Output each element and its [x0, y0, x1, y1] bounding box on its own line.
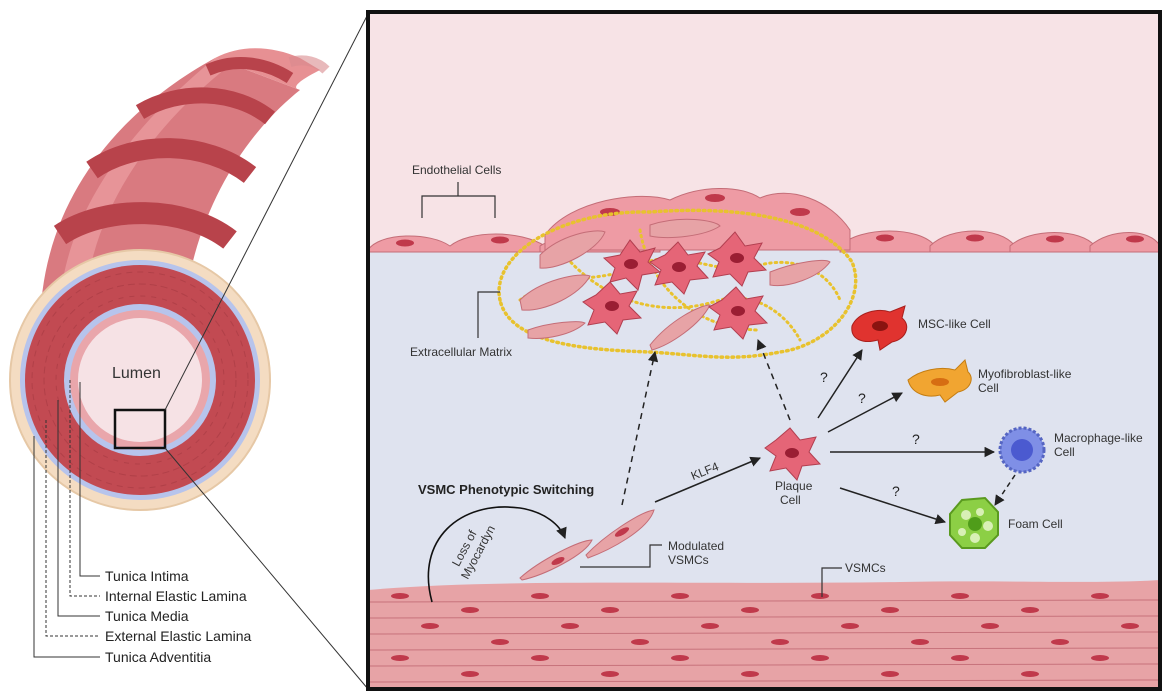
layer-labels: Tunica Intima Internal Elastic Lamina Tu…	[105, 568, 252, 665]
q-myofibroblast: ?	[858, 390, 866, 406]
internal-elastic-lamina-label: Internal Elastic Lamina	[105, 588, 247, 604]
detail-panel: Endothelial Cells	[368, 12, 1160, 689]
foam-cell-icon	[950, 498, 998, 548]
vessel-illustration: Lumen Tunica Intima Internal Elastic Lam…	[10, 14, 368, 689]
vessel-cross-section: Lumen	[10, 250, 270, 510]
q-foam: ?	[892, 483, 900, 499]
myofibroblast-label-line2: Cell	[978, 381, 999, 395]
modulated-label-line2: VSMCs	[668, 553, 709, 567]
q-macrophage: ?	[912, 431, 920, 447]
tunica-media-label: Tunica Media	[105, 608, 189, 624]
switching-title: VSMC Phenotypic Switching	[418, 482, 594, 497]
extracellular-matrix-label: Extracellular Matrix	[410, 345, 512, 359]
tunica-adventitia-label: Tunica Adventitia	[105, 649, 211, 665]
macrophage-like-cell-icon	[1000, 428, 1044, 472]
modulated-label-line1: Modulated	[668, 539, 724, 553]
plaque-label-line2: Cell	[780, 493, 801, 507]
msc-label: MSC-like Cell	[918, 317, 991, 331]
tunica-intima-label: Tunica Intima	[105, 568, 189, 584]
lumen-label: Lumen	[112, 365, 161, 382]
external-elastic-lamina-label: External Elastic Lamina	[105, 628, 252, 644]
vsmcs-label: VSMCs	[845, 561, 886, 575]
endothelial-cells-label: Endothelial Cells	[412, 163, 501, 177]
q-msc: ?	[820, 369, 828, 385]
foam-cell-label: Foam Cell	[1008, 517, 1063, 531]
macrophage-label-line2: Cell	[1054, 445, 1075, 459]
plaque-label-line1: Plaque	[775, 479, 813, 493]
myofibroblast-label-line1: Myofibroblast-like	[978, 367, 1072, 381]
media-vsmc-layer	[368, 580, 1160, 689]
macrophage-label-line1: Macrophage-like	[1054, 431, 1143, 445]
